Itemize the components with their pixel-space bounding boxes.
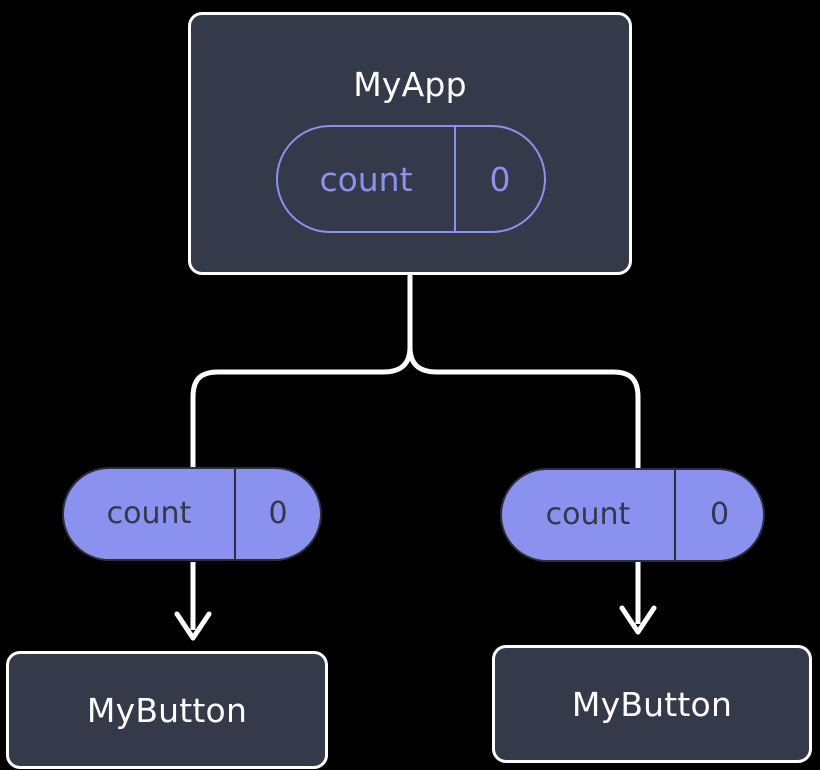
prop-pill-left[interactable]: count 0 [62, 467, 322, 561]
state-pill-root-value: 0 [489, 159, 511, 199]
state-pill-root-key: count [278, 127, 456, 231]
component-title-mybutton-left: MyButton [86, 690, 248, 730]
prop-pill-left-value: 0 [268, 496, 288, 531]
prop-pill-left-key: count [64, 469, 236, 559]
component-title-mybutton-right: MyButton [571, 684, 733, 724]
component-card-mybutton-left[interactable]: MyButton [6, 651, 328, 769]
edge-root-to-right-prop [407, 344, 641, 471]
edge-root-to-left-prop [190, 344, 413, 470]
arrow-head-left [174, 611, 212, 641]
component-card-mybutton-right[interactable]: MyButton [492, 645, 812, 763]
prop-pill-right-value: 0 [709, 497, 730, 532]
state-pill-root[interactable]: count 0 [276, 125, 546, 233]
component-title-myapp: MyApp [353, 65, 467, 104]
arrow-head-right [619, 605, 657, 635]
prop-pill-right[interactable]: count 0 [500, 468, 765, 562]
prop-pill-right-key: count [502, 470, 676, 560]
